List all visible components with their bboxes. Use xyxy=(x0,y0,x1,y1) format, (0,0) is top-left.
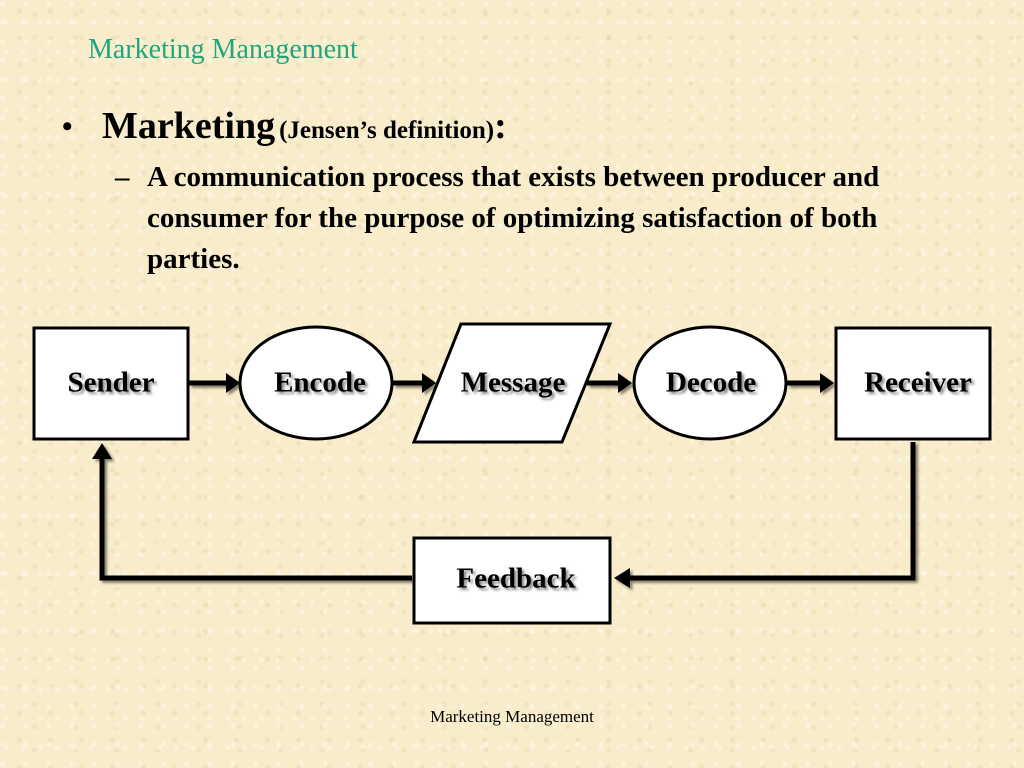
feedback-connectors xyxy=(92,442,916,588)
forward-connectors xyxy=(189,373,834,393)
node-message: Message xyxy=(411,322,613,444)
bullet-marketing: • Marketing (Jensen’s definition): xyxy=(62,104,507,148)
message-label: Message xyxy=(461,367,566,399)
bullet-marker: • xyxy=(62,110,73,143)
encode-ellipse xyxy=(238,325,394,441)
arrow-message-to-decode xyxy=(587,373,632,393)
bullet-colon: : xyxy=(494,105,507,147)
node-encode: Encode xyxy=(238,325,394,441)
arrow-receiver-to-feedback xyxy=(614,442,916,588)
decode-ellipse xyxy=(632,325,788,441)
receiver-label: Receiver xyxy=(864,367,972,399)
node-receiver: Receiver xyxy=(834,326,992,441)
sub-bullet-marker: – xyxy=(115,161,130,193)
feedback-box xyxy=(412,536,612,625)
node-feedback: Feedback xyxy=(412,536,612,625)
node-sender: Sender xyxy=(32,326,190,441)
encode-label: Encode xyxy=(274,367,366,399)
slide-title: Marketing Management xyxy=(88,34,358,65)
node-decode: Decode xyxy=(632,325,788,441)
arrow-sender-to-encode xyxy=(189,373,240,393)
decode-label: Decode xyxy=(666,367,756,399)
message-parallelogram xyxy=(411,322,613,444)
arrow-encode-to-message xyxy=(393,373,436,393)
slide-footer: Marketing Management xyxy=(430,707,594,726)
bullet-term: Marketing xyxy=(102,105,276,147)
feedback-label: Feedback xyxy=(456,563,576,595)
receiver-box xyxy=(834,326,992,441)
definition-text: A communication process that exists betw… xyxy=(147,161,880,275)
sender-label: Sender xyxy=(68,367,155,399)
sender-box xyxy=(32,326,190,441)
arrow-feedback-to-sender xyxy=(92,443,412,581)
bullet-qualifier: (Jensen’s definition) xyxy=(279,117,495,144)
sub-bullet-definition: – A communication process that exists be… xyxy=(115,157,965,280)
arrow-decode-to-receiver xyxy=(787,373,834,393)
